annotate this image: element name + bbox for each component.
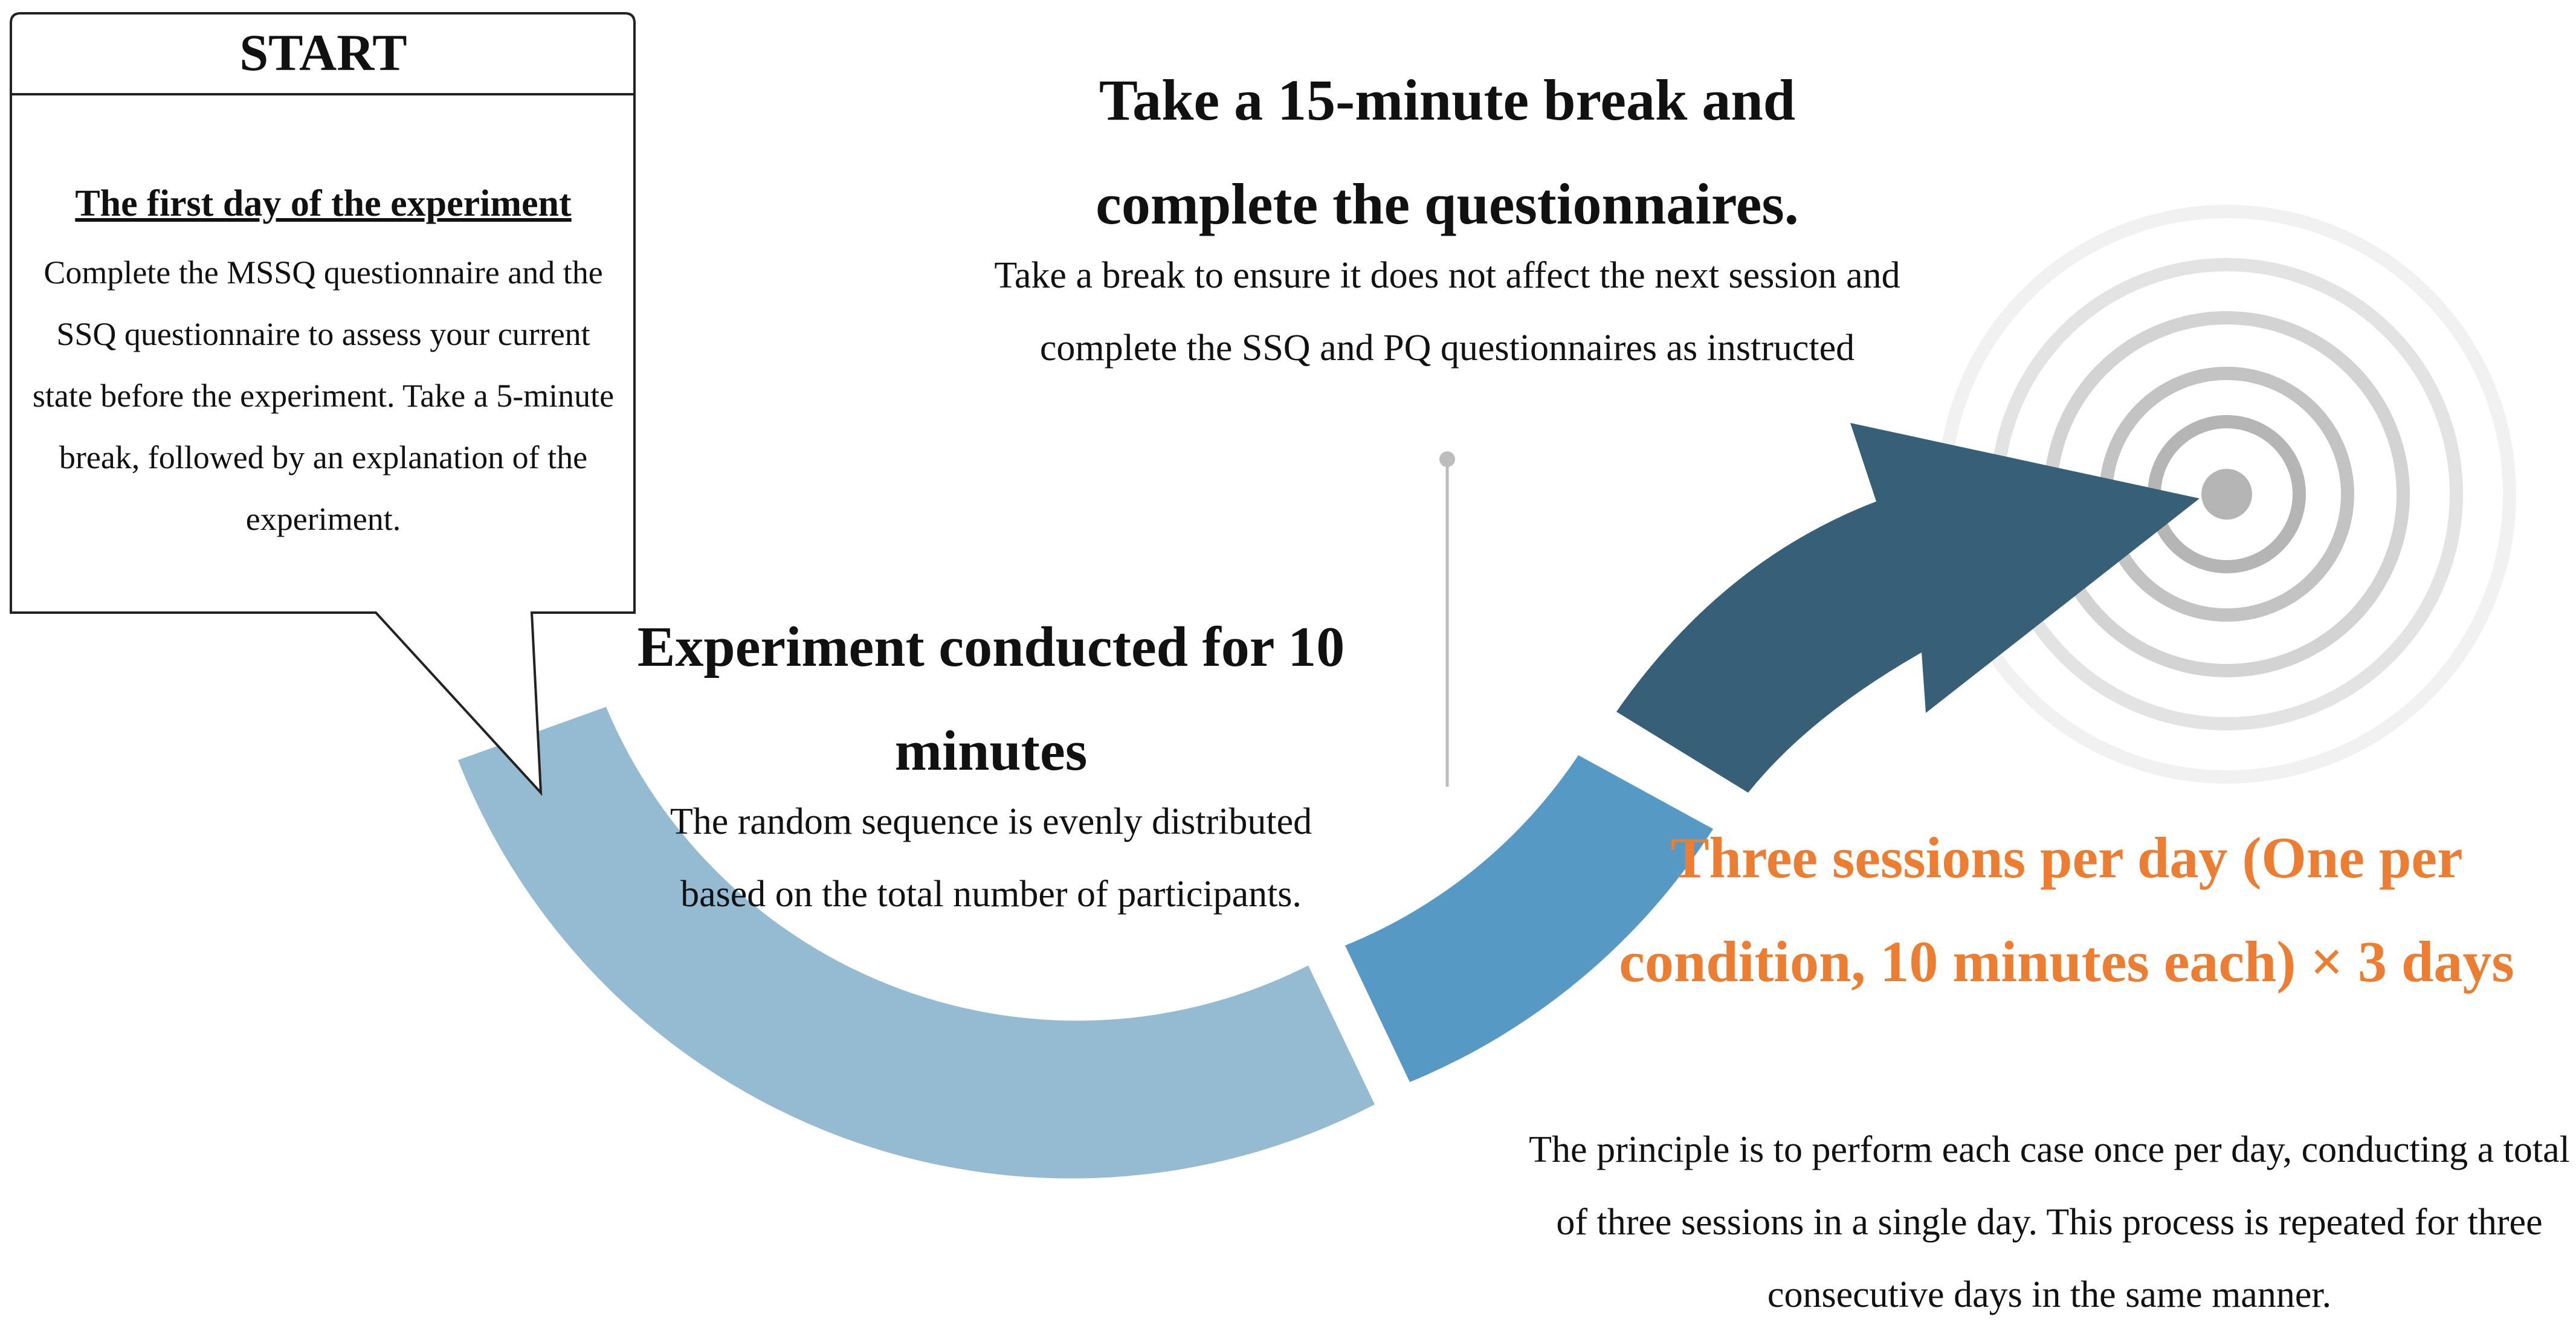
- first-day-heading: The first day of the experiment: [75, 183, 572, 224]
- break-step-description: Take a break to ensure it does not affec…: [994, 255, 1900, 369]
- sessions-step-description: The principle is to perform each case on…: [1529, 1129, 2570, 1315]
- curved-arrow-icon: [1616, 423, 2200, 793]
- first-day-description: Complete the MSSQ questionnaire and the …: [32, 254, 615, 537]
- sessions-step-title: Three sessions per day (One per conditio…: [1619, 825, 2514, 994]
- break-step-title: Take a 15-minute break and complete the …: [1096, 68, 1799, 236]
- experiment-segment: [458, 707, 1375, 1179]
- break-segment: [1345, 755, 1713, 1082]
- experiment-step-description: The random sequence is evenly distribute…: [670, 801, 1312, 915]
- experiment-step-title: Experiment conducted for 10 minutes: [637, 616, 1345, 782]
- start-callout-box: [10, 12, 636, 796]
- break-connector-dot: [1439, 451, 1455, 467]
- start-title: START: [239, 24, 407, 82]
